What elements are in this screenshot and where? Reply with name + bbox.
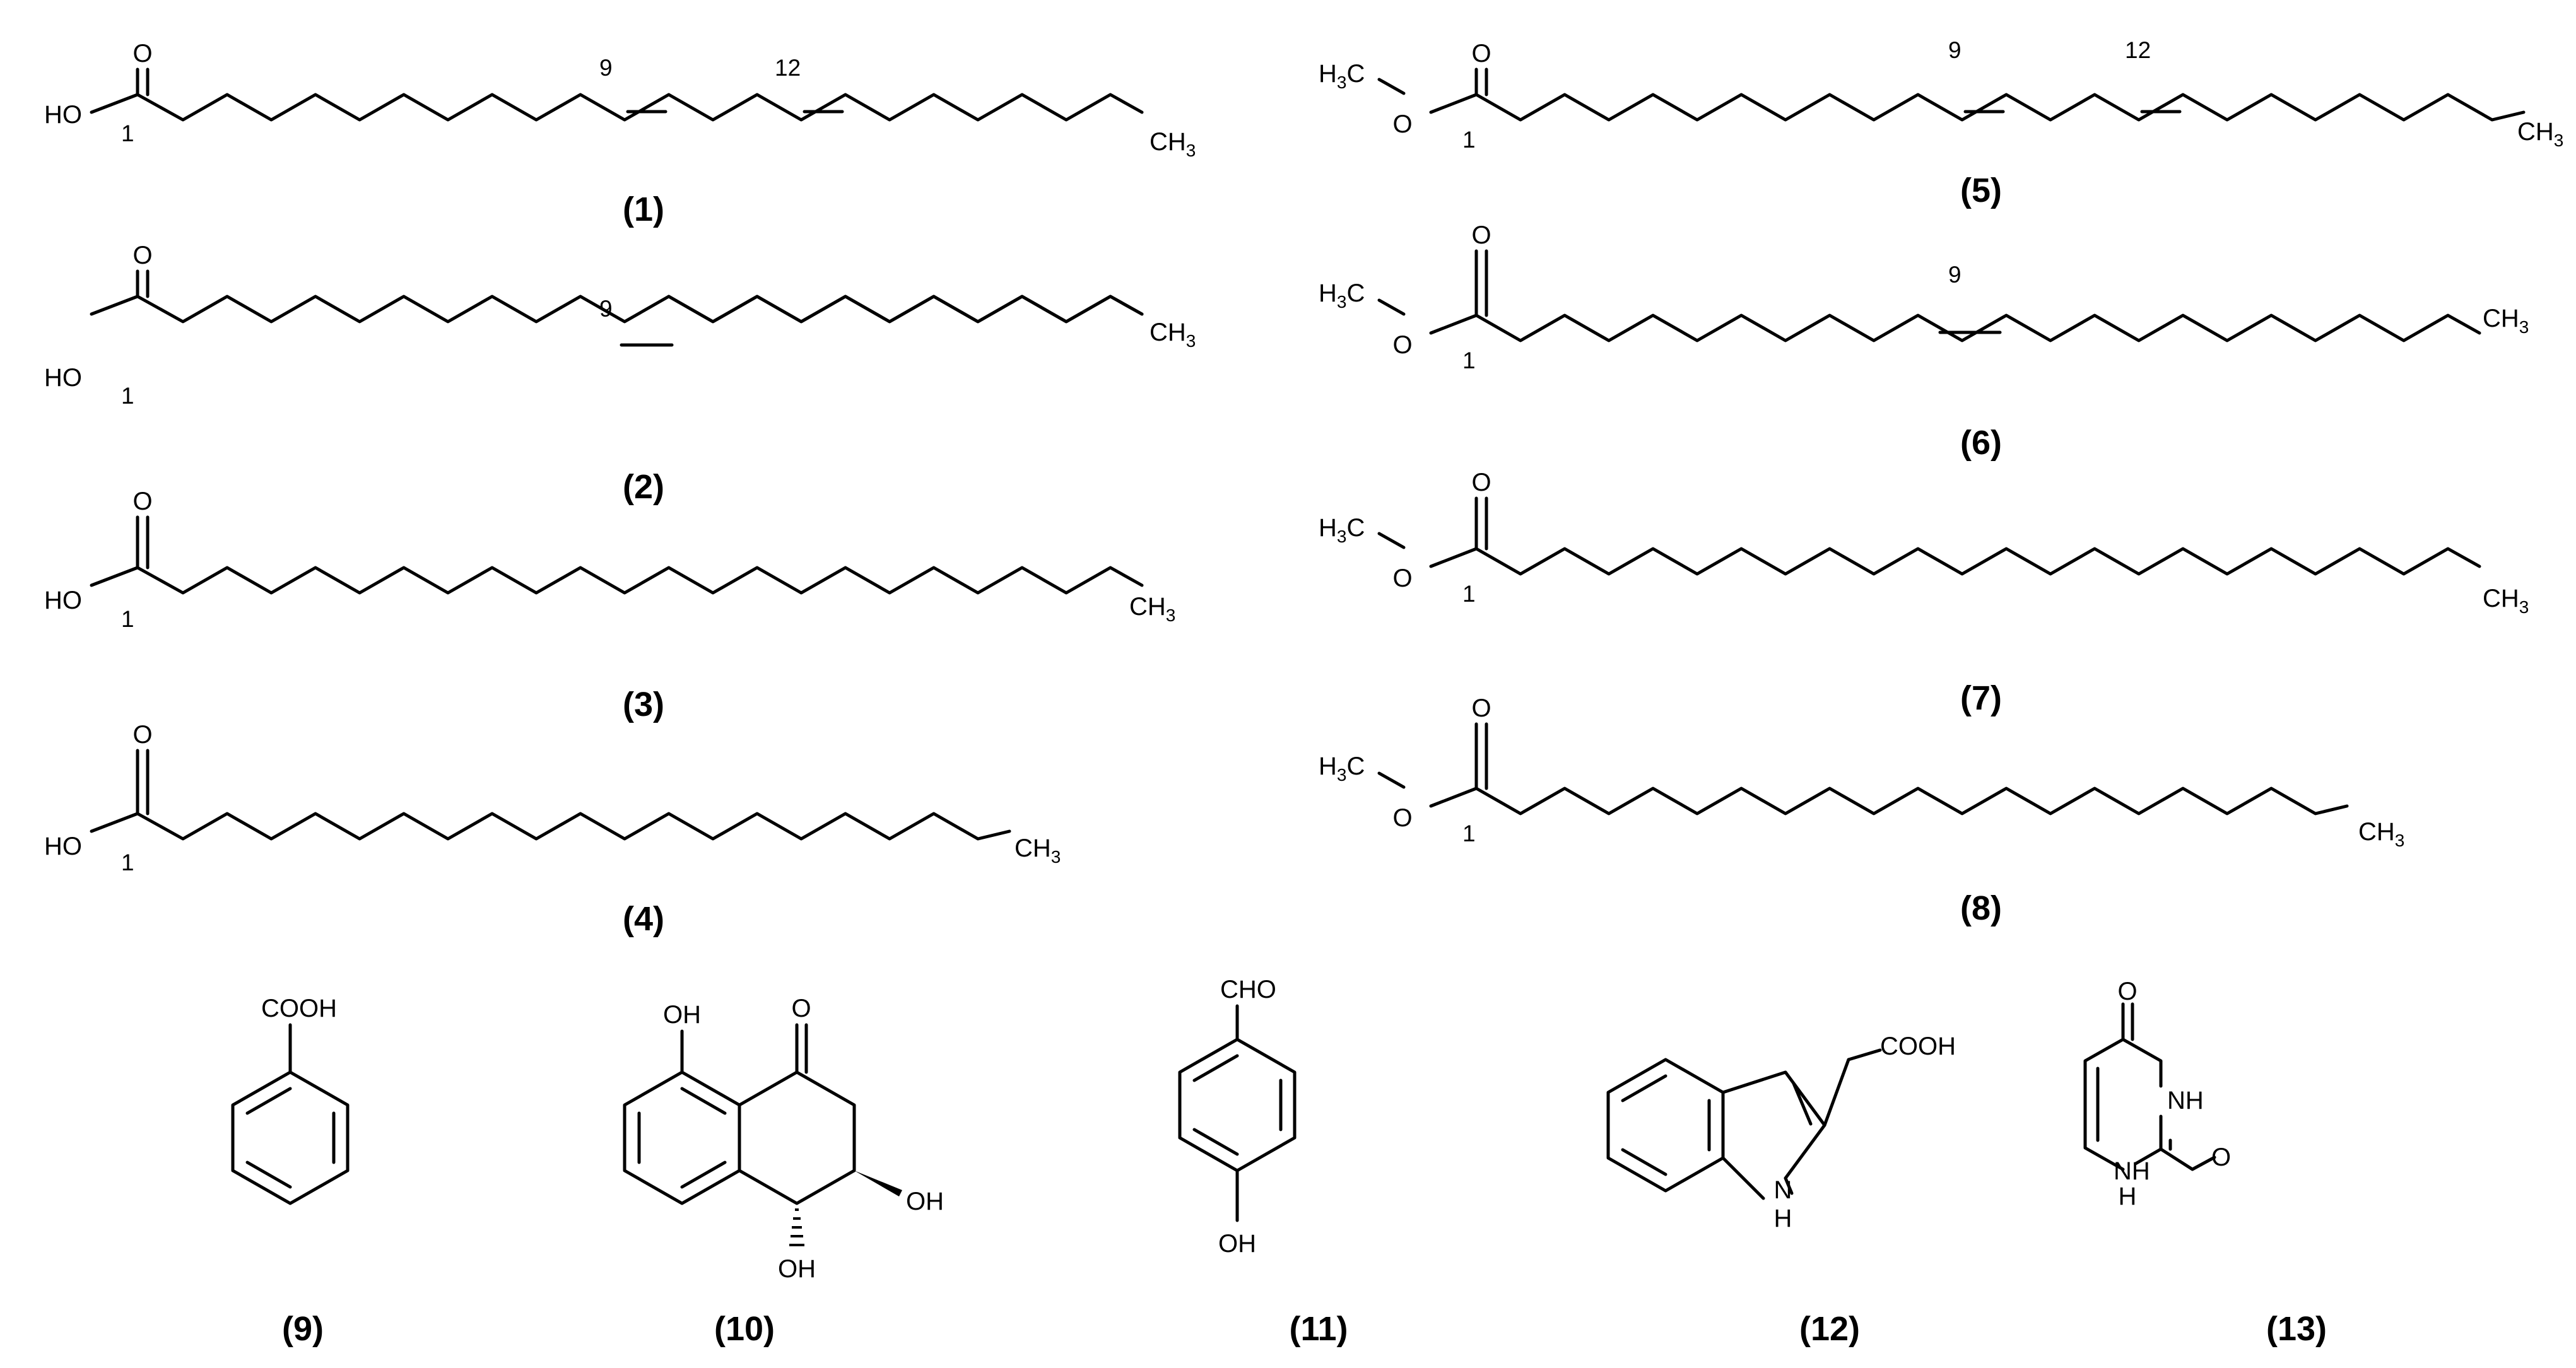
hydroxyl-label: HO xyxy=(44,364,82,392)
compound-label-5: (5) xyxy=(1960,172,2002,209)
indole-n-label: N xyxy=(1774,1176,1792,1204)
ester-oxygen: O xyxy=(1392,331,1412,359)
n1-h-sub-label: H xyxy=(2119,1183,2137,1210)
structure-6: O O H3C 1 9 CH3 (6) xyxy=(1319,221,2529,462)
methoxy-label: H3C xyxy=(1319,60,1365,92)
locant-1: 1 xyxy=(121,606,134,632)
structure-2: O HO 1 9 CH3 (2) xyxy=(44,242,1196,506)
compound-label-9: (9) xyxy=(282,1310,324,1348)
locant-1: 1 xyxy=(1462,127,1476,153)
carbonyl-oxygen: O xyxy=(1471,40,1491,67)
compound-label-7: (7) xyxy=(1960,679,2002,717)
methoxy-label: H3C xyxy=(1319,752,1365,785)
carboxyl-label: COOH xyxy=(261,995,337,1022)
locant-9: 9 xyxy=(599,296,613,322)
methyl-label: CH3 xyxy=(1150,319,1196,351)
structure-1: O HO 1 9 12 CH3 (1) xyxy=(44,40,1196,228)
wedge-bond xyxy=(854,1171,902,1196)
structure-3: O HO 1 CH3 (3) xyxy=(44,488,1175,723)
locant-12: 12 xyxy=(2125,37,2151,63)
oh-label-3: OH xyxy=(906,1188,944,1215)
locant-1: 1 xyxy=(1462,821,1476,846)
locant-9: 9 xyxy=(1948,262,1961,288)
carboxyl-label: COOH xyxy=(1880,1032,1956,1060)
phenol-oh-label: OH xyxy=(1218,1230,1256,1258)
indole-h-label: H xyxy=(1774,1205,1792,1232)
structure-4: O HO 1 CH3 (4) xyxy=(44,721,1061,938)
locant-1: 1 xyxy=(121,383,134,409)
compound-label-13: (13) xyxy=(2266,1310,2327,1348)
methyl-label: CH3 xyxy=(1150,128,1196,160)
methyl-label: CH3 xyxy=(2483,585,2529,617)
carbonyl-oxygen: O xyxy=(1471,694,1491,722)
compound-label-4: (4) xyxy=(623,900,664,938)
methoxy-label: H3C xyxy=(1319,514,1365,546)
methyl-label: CH3 xyxy=(2358,818,2404,850)
compound-label-12: (12) xyxy=(1799,1310,1860,1348)
structure-11: CHO OH (11) xyxy=(1178,976,1348,1348)
hydroxyl-label: HO xyxy=(44,833,82,860)
carbonyl-oxygen: O xyxy=(132,242,152,269)
ester-oxygen: O xyxy=(1392,804,1412,832)
methyl-label: CH3 xyxy=(1129,593,1175,625)
structure-10: OH O OH OH (10) xyxy=(623,995,944,1348)
carbonyl-oxygen: O xyxy=(132,721,152,749)
locant-12: 12 xyxy=(775,55,801,81)
hydroxyl-label: HO xyxy=(44,101,82,129)
locant-1: 1 xyxy=(1462,348,1476,373)
n1-h-label: NH xyxy=(2114,1157,2150,1185)
hashed-bond xyxy=(789,1208,804,1246)
structure-8: O O H3C 1 CH3 (8) xyxy=(1319,694,2404,927)
compound-label-8: (8) xyxy=(1960,889,2002,927)
compound-label-1: (1) xyxy=(623,190,664,228)
structure-5: O O H3C 1 9 12 CH3 (5) xyxy=(1319,37,2563,209)
locant-9: 9 xyxy=(599,55,613,81)
hydroxyl-label: HO xyxy=(44,587,82,614)
n3-h-label: NH xyxy=(2167,1087,2204,1114)
ester-oxygen: O xyxy=(1392,110,1412,138)
structure-12: COOH N H (12) xyxy=(1606,1032,1956,1348)
oh-label-4: OH xyxy=(778,1255,816,1283)
carbonyl-oxygen: O xyxy=(1471,469,1491,496)
compound-label-10: (10) xyxy=(714,1310,775,1348)
carbonyl-oxygen: O xyxy=(132,40,152,67)
structure-7: O O H3C 1 CH3 (7) xyxy=(1319,469,2529,717)
compound-label-11: (11) xyxy=(1289,1310,1348,1348)
structure-13: O NH O NH H (13) xyxy=(2083,978,2327,1348)
c4-oxygen: O xyxy=(2117,978,2137,1005)
locant-1: 1 xyxy=(1462,581,1476,607)
locant-1: 1 xyxy=(121,120,134,146)
compound-label-3: (3) xyxy=(623,686,664,723)
locant-9: 9 xyxy=(1948,37,1961,63)
locant-1: 1 xyxy=(121,850,134,875)
structure-9: COOH (9) xyxy=(231,995,350,1348)
methoxy-label: H3C xyxy=(1319,279,1365,312)
aldehyde-label: CHO xyxy=(1220,976,1276,1003)
carbonyl-oxygen: O xyxy=(132,488,152,515)
methyl-label: CH3 xyxy=(2517,118,2563,150)
carbonyl-oxygen: O xyxy=(1471,221,1491,249)
phenol-oh-label: OH xyxy=(663,1001,701,1029)
ketone-oxygen: O xyxy=(791,995,811,1022)
methyl-label: CH3 xyxy=(1015,834,1061,867)
compound-label-6: (6) xyxy=(1960,424,2002,462)
c2-oxygen: O xyxy=(2211,1143,2231,1171)
methyl-label: CH3 xyxy=(2483,305,2529,337)
compound-label-2: (2) xyxy=(623,468,664,506)
ester-oxygen: O xyxy=(1392,564,1412,592)
